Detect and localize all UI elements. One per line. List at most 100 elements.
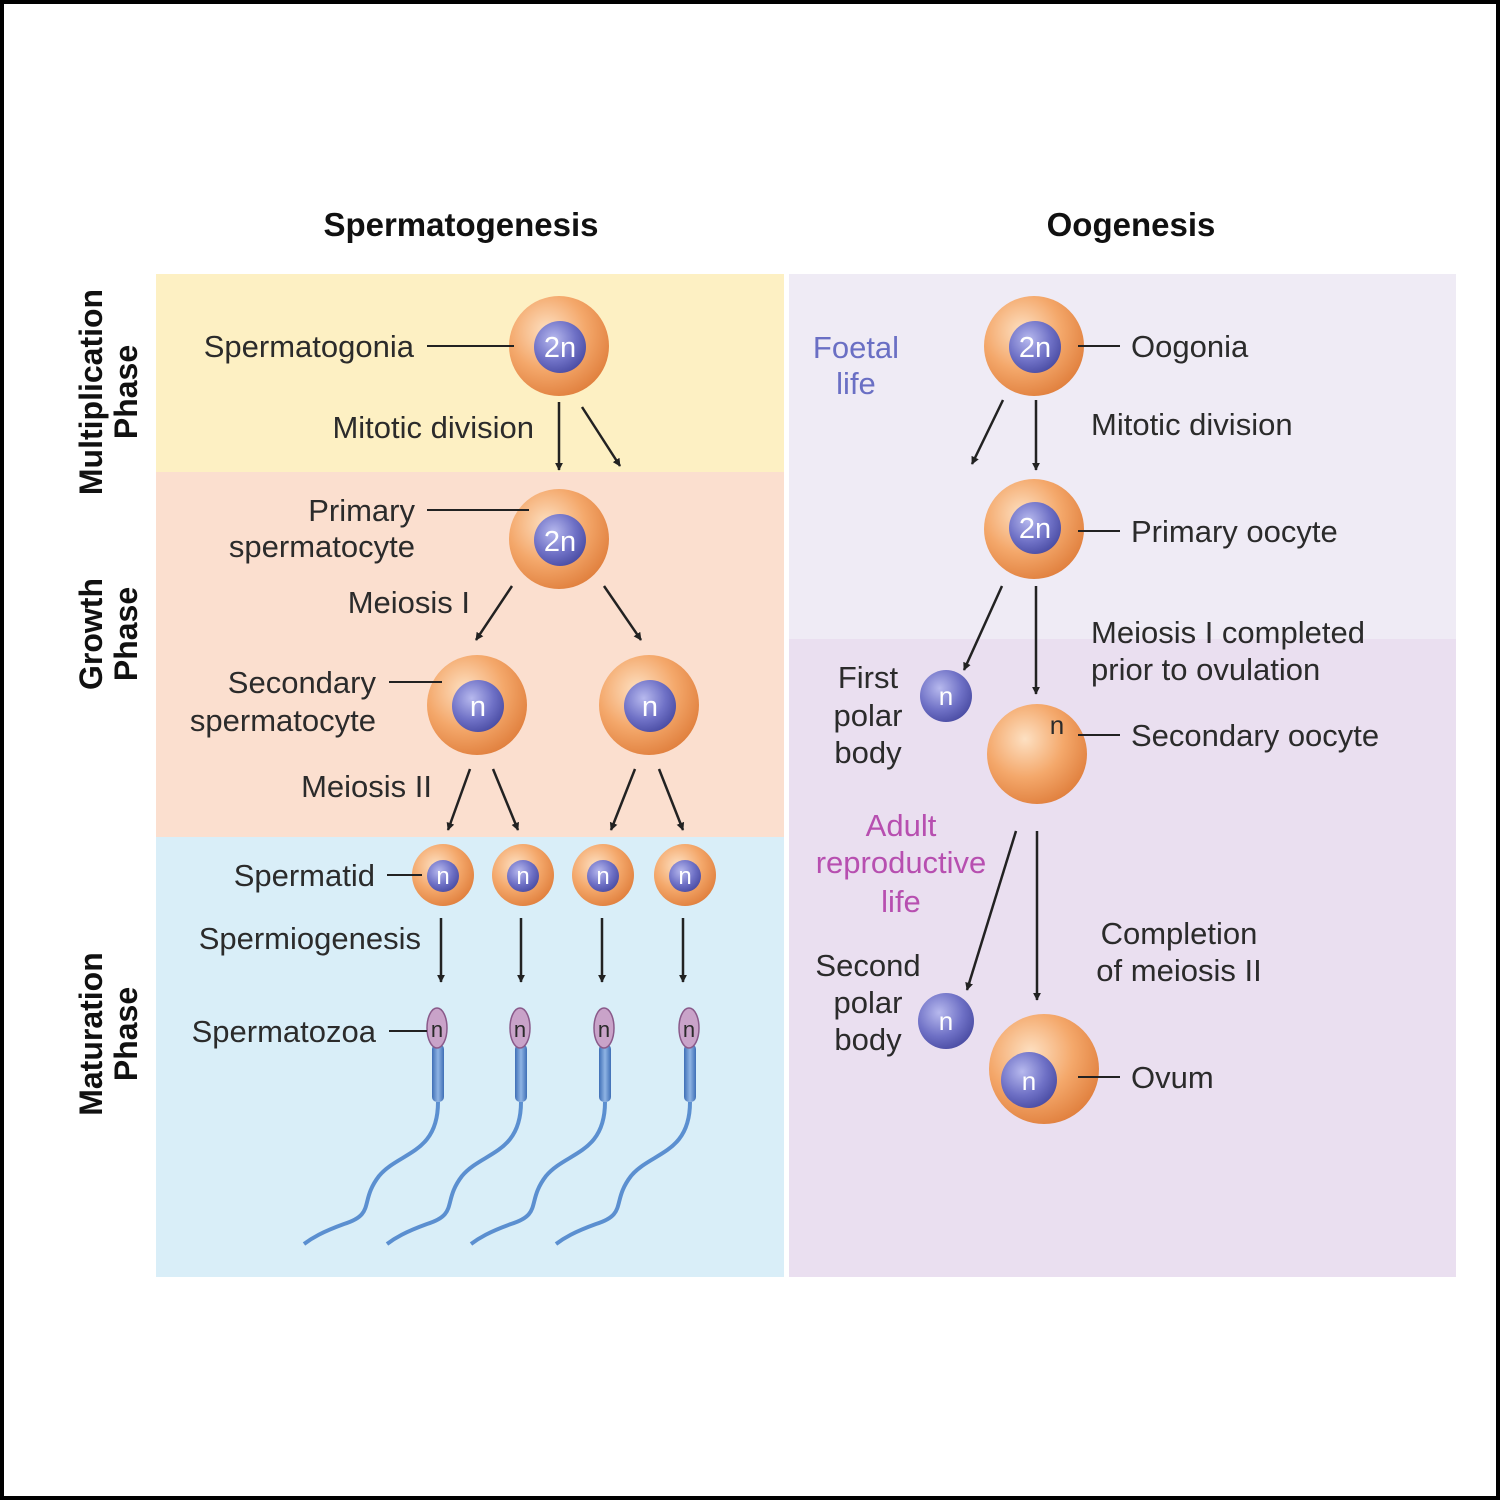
svg-text:Adult: Adult	[866, 808, 937, 843]
svg-text:Primary: Primary	[308, 493, 415, 528]
svg-text:n: n	[431, 1017, 443, 1042]
svg-text:Completion: Completion	[1101, 916, 1258, 951]
svg-text:polar: polar	[834, 985, 903, 1020]
spermatid-cell: n	[654, 844, 716, 906]
svg-text:2n: 2n	[544, 332, 576, 364]
primary-oocyte-label: Primary oocyte	[1131, 514, 1338, 549]
secondary-spermatocyte-label: Secondary spermatocyte	[190, 665, 377, 738]
second-polar-body-label: Second polar body	[815, 948, 920, 1057]
completion-meiosis-2-label: Completion of meiosis II	[1096, 916, 1261, 988]
svg-text:of meiosis II: of meiosis II	[1096, 953, 1261, 988]
svg-text:n: n	[1022, 1066, 1036, 1096]
spermiogenesis-label: Spermiogenesis	[199, 921, 421, 956]
spermatogonia-cell: 2n	[509, 296, 609, 396]
first-polar-body-cell: n	[920, 670, 972, 722]
ovum-label: Ovum	[1131, 1060, 1214, 1095]
spermatid-cell: n	[572, 844, 634, 906]
secondary-oocyte-cell: n	[987, 704, 1087, 804]
ovum-cell: n	[989, 1014, 1099, 1124]
svg-text:Multiplication: Multiplication	[73, 289, 109, 495]
svg-text:polar: polar	[834, 698, 903, 733]
arrow	[602, 585, 643, 641]
meiosis-1-completed-label: Meiosis I completed prior to ovulation	[1091, 615, 1365, 687]
oogenesis-foetal-band	[789, 274, 1456, 639]
svg-text:life: life	[836, 366, 876, 401]
arrow	[474, 585, 514, 641]
svg-text:n: n	[678, 863, 691, 890]
oogenesis-mitotic-division-label: Mitotic division	[1091, 407, 1293, 442]
secondary-spermatocyte-cell: n	[599, 655, 699, 755]
svg-text:n: n	[683, 1017, 695, 1042]
svg-text:2n: 2n	[544, 526, 576, 558]
maturation-phase-label: Maturation Phase	[73, 952, 144, 1116]
spermatozoa-label: Spermatozoa	[192, 1014, 377, 1049]
adult-reproductive-life-label: Adult reproductive life	[816, 808, 987, 919]
oogonia-label: Oogonia	[1131, 329, 1249, 364]
svg-text:spermatocyte: spermatocyte	[190, 703, 376, 738]
svg-text:body: body	[834, 1022, 902, 1057]
spermatogonia-label: Spermatogonia	[204, 329, 415, 364]
arrow	[965, 830, 1018, 991]
svg-text:reproductive: reproductive	[816, 845, 987, 880]
arrow	[657, 768, 685, 831]
spermatid-label: Spermatid	[234, 858, 375, 893]
second-polar-body-cell: n	[918, 993, 974, 1049]
svg-text:body: body	[834, 735, 902, 770]
primary-spermatocyte-label: Primary spermatocyte	[229, 493, 416, 564]
svg-text:n: n	[598, 1017, 610, 1042]
spermatozoon: n	[469, 1007, 615, 1246]
multiplication-phase-band	[156, 274, 784, 472]
primary-spermatocyte-cell: 2n	[509, 489, 609, 589]
secondary-spermatocyte-cell: n	[427, 655, 527, 755]
svg-text:n: n	[642, 691, 658, 723]
arrow	[446, 768, 472, 831]
oogenesis-adult-band	[789, 639, 1456, 1277]
svg-text:n: n	[516, 863, 529, 890]
svg-text:n: n	[436, 863, 449, 890]
svg-text:Phase: Phase	[108, 987, 144, 1081]
svg-text:Phase: Phase	[108, 587, 144, 681]
spermatozoon: n	[302, 1007, 448, 1246]
svg-text:Growth: Growth	[73, 578, 109, 690]
growth-phase-band	[156, 472, 784, 837]
svg-text:n: n	[514, 1017, 526, 1042]
spermatozoon: n	[385, 1007, 531, 1246]
svg-text:n: n	[470, 691, 486, 723]
svg-text:2n: 2n	[1019, 332, 1051, 364]
first-polar-body-label: First polar body	[834, 660, 903, 770]
maturation-phase-band	[156, 837, 784, 1277]
oogenesis-title: Oogenesis	[1047, 206, 1216, 243]
svg-text:n: n	[596, 863, 609, 890]
gametogenesis-diagram: Spermatogenesis Oogenesis Multiplication…	[73, 206, 1456, 1277]
svg-text:n: n	[1050, 710, 1064, 740]
meiosis-1-label: Meiosis I	[348, 585, 470, 620]
svg-text:Foetal: Foetal	[813, 330, 899, 365]
multiplication-phase-label: Multiplication Phase	[73, 289, 144, 495]
meiosis-2-label: Meiosis II	[301, 769, 432, 804]
mitotic-division-label: Mitotic division	[332, 410, 534, 445]
spermatid-cell: n	[412, 844, 474, 906]
foetal-life-label: Foetal life	[813, 330, 899, 401]
svg-text:n: n	[939, 1006, 953, 1036]
growth-phase-label: Growth Phase	[73, 578, 144, 690]
svg-text:Second: Second	[815, 948, 920, 983]
svg-text:Maturation: Maturation	[73, 952, 109, 1116]
spermatozoon: n	[554, 1007, 700, 1246]
arrow	[962, 585, 1004, 671]
svg-text:Meiosis I completed: Meiosis I completed	[1091, 615, 1365, 650]
svg-text:First: First	[838, 660, 899, 695]
oogonia-cell: 2n	[984, 296, 1084, 396]
arrow	[491, 768, 520, 831]
svg-text:spermatocyte: spermatocyte	[229, 529, 415, 564]
svg-text:n: n	[939, 681, 953, 711]
svg-text:prior to ovulation: prior to ovulation	[1091, 652, 1320, 687]
spermatid-cell: n	[492, 844, 554, 906]
svg-text:2n: 2n	[1019, 513, 1051, 545]
primary-oocyte-cell: 2n	[984, 479, 1084, 579]
svg-text:Secondary: Secondary	[228, 665, 377, 700]
secondary-oocyte-label: Secondary oocyte	[1131, 718, 1379, 753]
arrow	[609, 768, 637, 831]
spermatogenesis-title: Spermatogenesis	[323, 206, 598, 243]
svg-text:life: life	[881, 884, 921, 919]
